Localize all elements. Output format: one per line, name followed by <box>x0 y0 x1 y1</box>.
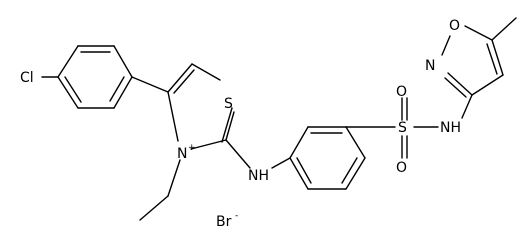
bond-network <box>41 17 517 221</box>
central-benzene-ring <box>289 126 366 190</box>
atom-labels: Cl S N + NH S O O NH N O Br - <box>20 18 461 230</box>
bromide-label: Br <box>216 214 232 230</box>
thiazolium-ring <box>167 63 235 150</box>
isoxazole-nitrogen-label: N <box>425 58 435 74</box>
sulfonyl-bonds <box>401 97 408 159</box>
chlorine-label: Cl <box>20 70 34 86</box>
sulfonamide-nh-label: NH <box>440 120 461 136</box>
ethyl-group <box>139 159 181 221</box>
amine-nh-label: NH <box>248 168 269 184</box>
ring-nitrogen-label: N <box>177 146 187 162</box>
ring-sulfur-label: S <box>224 96 233 112</box>
sulfonyl-oxygen-top-label: O <box>396 84 407 100</box>
sulfonyl-oxygen-bottom-label: O <box>396 160 407 176</box>
isoxazole-ring <box>441 25 504 98</box>
ring-nitrogen-charge: + <box>188 143 196 153</box>
bromide-charge: - <box>235 211 238 221</box>
isoxazole-oxygen-label: O <box>449 18 460 34</box>
chlorophenyl-ring <box>41 45 133 109</box>
sulfonyl-sulfur-label: S <box>398 120 407 136</box>
